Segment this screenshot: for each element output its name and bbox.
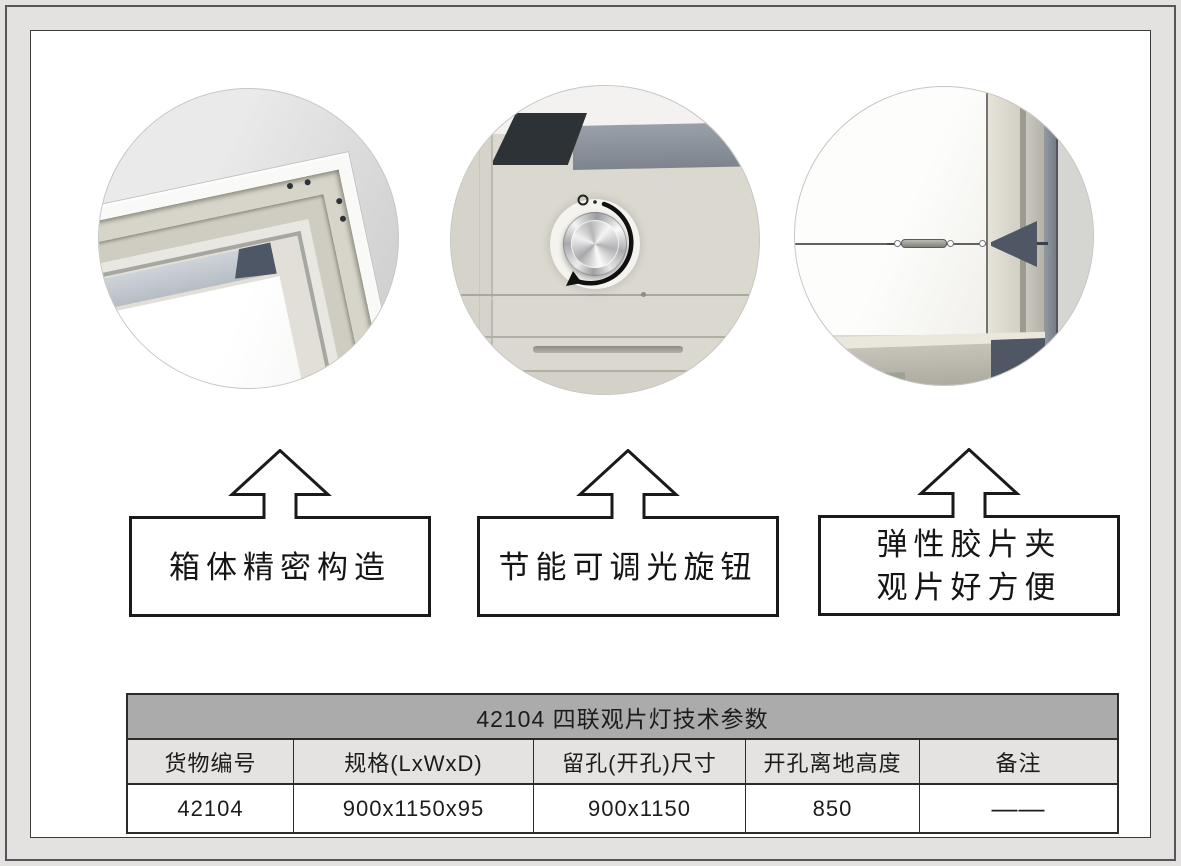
callout-frame-construction: 箱体精密构造 [129, 449, 431, 617]
dimmer-knob-photo [450, 85, 760, 395]
panel-seam-dot [641, 292, 646, 297]
frame-stripe-light [1058, 87, 1093, 385]
panel-seam-line [451, 294, 759, 296]
screw-dot [339, 215, 347, 223]
cell-item-code: 42104 [128, 785, 293, 832]
frame-corner-photo [98, 88, 399, 389]
handle-groove [533, 346, 683, 353]
wire-bead [979, 240, 986, 247]
slate-top-band [573, 122, 759, 170]
callout-arrow-shape [818, 448, 1120, 616]
screen-edge-line [986, 87, 988, 385]
dimmer-knob[interactable] [563, 212, 627, 276]
header-cutout-size: 留孔(开孔)尺寸 [533, 740, 745, 783]
callout-film-clip: 弹性胶片夹 观片好方便 [818, 448, 1120, 616]
spec-table-header-row: 货物编号 规格(LxWxD) 留孔(开孔)尺寸 开孔离地高度 备注 [128, 738, 1117, 783]
cell-remark: —— [919, 785, 1117, 832]
callout-text: 节能可调光旋钮 [481, 519, 775, 615]
viewer-screen [795, 87, 987, 335]
left-frame-line [479, 130, 480, 394]
clip-pin [1037, 242, 1048, 245]
spec-table-data-row: 42104 900x1150x95 900x1150 850 —— [128, 783, 1117, 832]
panel-seam-highlight [451, 298, 759, 299]
callout-arrow-shape [129, 449, 431, 617]
callout-line: 弹性胶片夹 [876, 527, 1062, 562]
wire-bead [894, 240, 901, 247]
header-spec: 规格(LxWxD) [293, 740, 533, 783]
cell-height: 850 [745, 785, 919, 832]
bottom-seam-line [451, 370, 759, 372]
knob-pointer-notch [479, 384, 487, 392]
callout-line: 箱体精密构造 [169, 549, 391, 585]
callout-text: 箱体精密构造 [133, 519, 427, 615]
header-height: 开孔离地高度 [745, 740, 919, 783]
frame-stripe-gray [1044, 87, 1058, 385]
bottom-band [451, 372, 759, 394]
cell-cutout-size: 900x1150 [533, 785, 745, 832]
wire-bead [947, 240, 954, 247]
callout-line: 节能可调光旋钮 [498, 549, 758, 585]
content-panel: 箱体精密构造 节能可调光旋钮 弹性胶片夹 观片好方便 42104 四联观片灯技术… [30, 30, 1151, 838]
wire-turnbuckle [901, 239, 947, 248]
spec-table-title: 42104 四联观片灯技术参数 [128, 695, 1117, 738]
header-remark: 备注 [919, 740, 1117, 783]
cell-spec: 900x1150x95 [293, 785, 533, 832]
spec-table: 42104 四联观片灯技术参数 货物编号 规格(LxWxD) 留孔(开孔)尺寸 … [126, 693, 1119, 834]
left-frame-column [451, 130, 493, 394]
callout-arrow-shape [477, 449, 779, 617]
screw-dot [304, 178, 312, 186]
screw-dot [286, 182, 294, 190]
clip-bar-corner-block [229, 242, 277, 282]
dimmer-scale-icon [566, 194, 634, 286]
callout-line: 观片好方便 [876, 570, 1062, 605]
lower-seam-line [451, 336, 759, 338]
frame-corner-rotated-group [99, 151, 398, 388]
callout-dimmer-knob: 节能可调光旋钮 [477, 449, 779, 617]
film-clip-photo [794, 86, 1094, 386]
callout-text: 弹性胶片夹 观片好方便 [822, 518, 1116, 614]
screw-dot [335, 197, 343, 205]
sill-corner-block [991, 338, 1045, 385]
header-item-code: 货物编号 [164, 750, 257, 776]
